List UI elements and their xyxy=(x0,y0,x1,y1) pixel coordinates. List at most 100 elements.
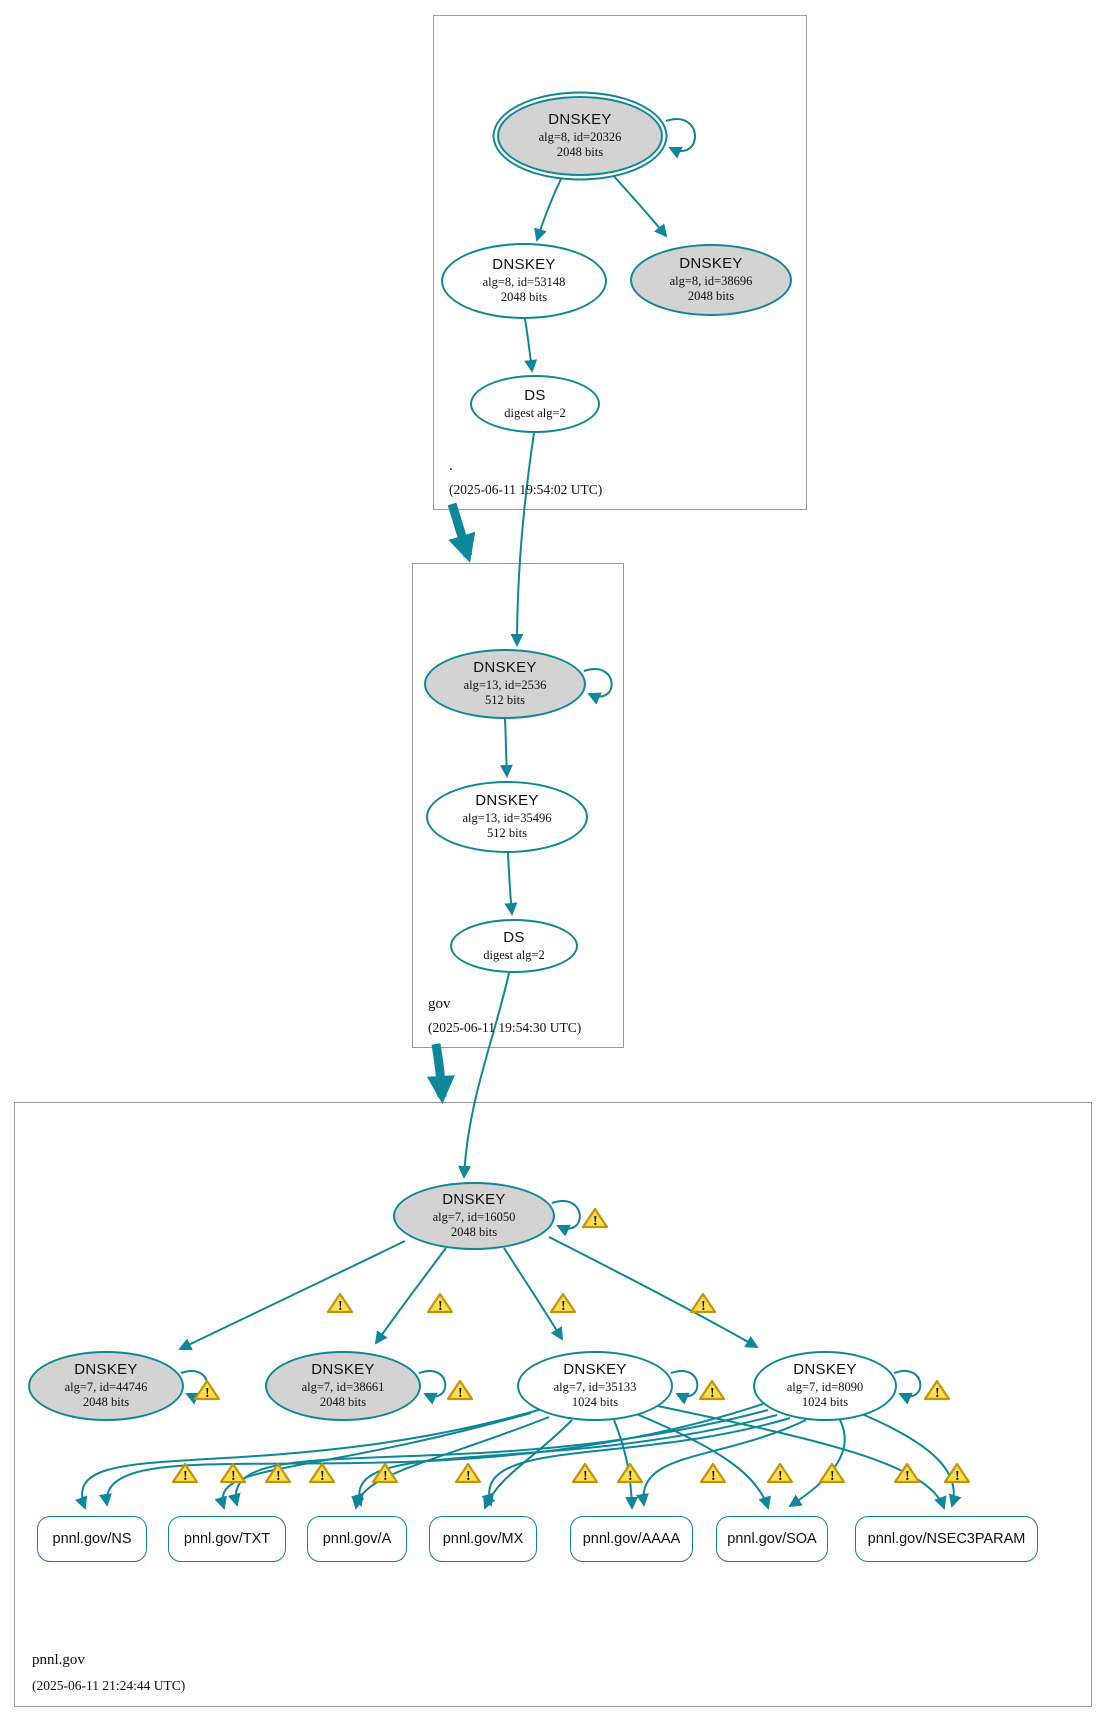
node-meta: alg=8, id=38696 xyxy=(669,273,753,288)
rrset-label: pnnl.gov/MX xyxy=(442,1531,524,1547)
warning-icon: ! xyxy=(426,1292,454,1314)
svg-text:!: ! xyxy=(466,1469,471,1484)
warning-icon: ! xyxy=(549,1292,577,1314)
node-bits: 2048 bits xyxy=(687,289,735,304)
svg-text:!: ! xyxy=(320,1469,325,1484)
rrset-a[interactable]: pnnl.gov/A xyxy=(307,1516,407,1562)
node-bits: 2048 bits xyxy=(82,1395,130,1410)
svg-text:!: ! xyxy=(711,1469,716,1484)
svg-text:!: ! xyxy=(935,1386,940,1401)
dnskey-node-38696[interactable]: DNSKEY alg=8, id=38696 2048 bits xyxy=(630,244,792,316)
warning-icon: ! xyxy=(698,1379,726,1401)
node-title: DNSKEY xyxy=(563,1361,627,1378)
warning-icon: ! xyxy=(308,1462,336,1484)
svg-text:!: ! xyxy=(183,1469,188,1484)
node-meta: alg=8, id=20326 xyxy=(538,129,622,144)
node-title: DNSKEY xyxy=(473,659,537,676)
rrset-label: pnnl.gov/TXT xyxy=(183,1531,271,1547)
zone-name-pnnl-gov: pnnl.gov xyxy=(32,1652,85,1668)
warning-icon: ! xyxy=(923,1379,951,1401)
warning-icon: ! xyxy=(766,1462,794,1484)
svg-text:!: ! xyxy=(628,1469,633,1484)
svg-text:!: ! xyxy=(338,1299,343,1314)
node-title: DNSKEY xyxy=(492,256,556,273)
svg-text:!: ! xyxy=(205,1386,210,1401)
node-title: DNSKEY xyxy=(442,1191,506,1208)
rrset-label: pnnl.gov/NSEC3PARAM xyxy=(867,1531,1026,1547)
dnskey-node-44746[interactable]: DNSKEY alg=7, id=44746 2048 bits xyxy=(28,1351,184,1421)
node-bits: 512 bits xyxy=(487,826,527,841)
node-meta: alg=7, id=8090 xyxy=(786,1379,864,1394)
node-bits: 2048 bits xyxy=(500,290,548,305)
rrset-label: pnnl.gov/A xyxy=(322,1531,392,1547)
node-bits: 1024 bits xyxy=(571,1395,619,1410)
rrset-nsec3param[interactable]: pnnl.gov/NSEC3PARAM xyxy=(855,1516,1038,1562)
node-bits: 512 bits xyxy=(485,693,525,708)
node-title: DNSKEY xyxy=(679,255,743,272)
svg-text:!: ! xyxy=(905,1469,910,1484)
rrset-ns[interactable]: pnnl.gov/NS xyxy=(37,1516,147,1562)
svg-text:!: ! xyxy=(701,1299,706,1314)
node-title: DNSKEY xyxy=(311,1361,375,1378)
svg-text:!: ! xyxy=(458,1386,463,1401)
node-meta: alg=7, id=44746 xyxy=(64,1379,148,1394)
node-meta: digest alg=2 xyxy=(483,947,545,962)
svg-text:!: ! xyxy=(231,1469,236,1484)
dnskey-node-53148[interactable]: DNSKEY alg=8, id=53148 2048 bits xyxy=(441,243,607,319)
dnskey-node-16050[interactable]: DNSKEY alg=7, id=16050 2048 bits xyxy=(393,1182,555,1250)
warning-icon: ! xyxy=(943,1462,971,1484)
node-meta: digest alg=2 xyxy=(504,405,566,420)
warning-icon: ! xyxy=(326,1292,354,1314)
warning-icon: ! xyxy=(171,1462,199,1484)
warning-icon: ! xyxy=(689,1292,717,1314)
dnskey-node-20326[interactable]: DNSKEY alg=8, id=20326 2048 bits xyxy=(497,96,663,176)
svg-text:!: ! xyxy=(778,1469,783,1484)
dnskey-node-35496[interactable]: DNSKEY alg=13, id=35496 512 bits xyxy=(426,781,588,853)
svg-text:!: ! xyxy=(583,1469,588,1484)
node-meta: alg=7, id=16050 xyxy=(432,1209,516,1224)
zone-box-root xyxy=(433,15,807,510)
svg-text:!: ! xyxy=(561,1299,566,1314)
zone-timestamp-gov: (2025-06-11 19:54:30 UTC) xyxy=(428,1020,582,1035)
svg-text:!: ! xyxy=(955,1469,960,1484)
node-title: DNSKEY xyxy=(74,1361,138,1378)
node-title: DNSKEY xyxy=(548,111,612,128)
rrset-soa[interactable]: pnnl.gov/SOA xyxy=(716,1516,828,1562)
node-meta: alg=7, id=35133 xyxy=(553,1379,637,1394)
svg-text:!: ! xyxy=(710,1386,715,1401)
warning-icon: ! xyxy=(446,1379,474,1401)
warning-icon: ! xyxy=(454,1462,482,1484)
node-bits: 2048 bits xyxy=(556,145,604,160)
svg-text:!: ! xyxy=(593,1214,598,1229)
svg-text:!: ! xyxy=(383,1469,388,1484)
warning-icon: ! xyxy=(264,1462,292,1484)
warning-icon: ! xyxy=(371,1462,399,1484)
ds-node-root[interactable]: DS digest alg=2 xyxy=(470,375,600,433)
rrset-mx[interactable]: pnnl.gov/MX xyxy=(429,1516,537,1562)
zone-name-root: . xyxy=(449,458,453,474)
node-bits: 2048 bits xyxy=(450,1225,498,1240)
node-meta: alg=8, id=53148 xyxy=(482,274,566,289)
zone-timestamp-root: (2025-06-11 19:54:02 UTC) xyxy=(449,482,603,497)
rrset-aaaa[interactable]: pnnl.gov/AAAA xyxy=(570,1516,693,1562)
node-meta: alg=13, id=2536 xyxy=(463,677,547,692)
node-title: DS xyxy=(503,928,525,946)
dnskey-node-2536[interactable]: DNSKEY alg=13, id=2536 512 bits xyxy=(424,649,586,719)
rrset-txt[interactable]: pnnl.gov/TXT xyxy=(168,1516,286,1562)
warning-icon: ! xyxy=(616,1462,644,1484)
warning-icon: ! xyxy=(571,1462,599,1484)
node-title: DNSKEY xyxy=(793,1361,857,1378)
node-meta: alg=7, id=38661 xyxy=(301,1379,385,1394)
rrset-label: pnnl.gov/AAAA xyxy=(582,1531,681,1547)
ds-node-gov[interactable]: DS digest alg=2 xyxy=(450,919,578,973)
svg-text:!: ! xyxy=(438,1299,443,1314)
dnskey-node-35133[interactable]: DNSKEY alg=7, id=35133 1024 bits xyxy=(517,1351,673,1421)
warning-icon: ! xyxy=(581,1207,609,1229)
warning-icon: ! xyxy=(893,1462,921,1484)
zone-timestamp-pnnl-gov: (2025-06-11 21:24:44 UTC) xyxy=(32,1678,186,1693)
svg-text:!: ! xyxy=(830,1469,835,1484)
dnskey-node-38661[interactable]: DNSKEY alg=7, id=38661 2048 bits xyxy=(265,1351,421,1421)
dnskey-node-8090[interactable]: DNSKEY alg=7, id=8090 1024 bits xyxy=(753,1351,897,1421)
